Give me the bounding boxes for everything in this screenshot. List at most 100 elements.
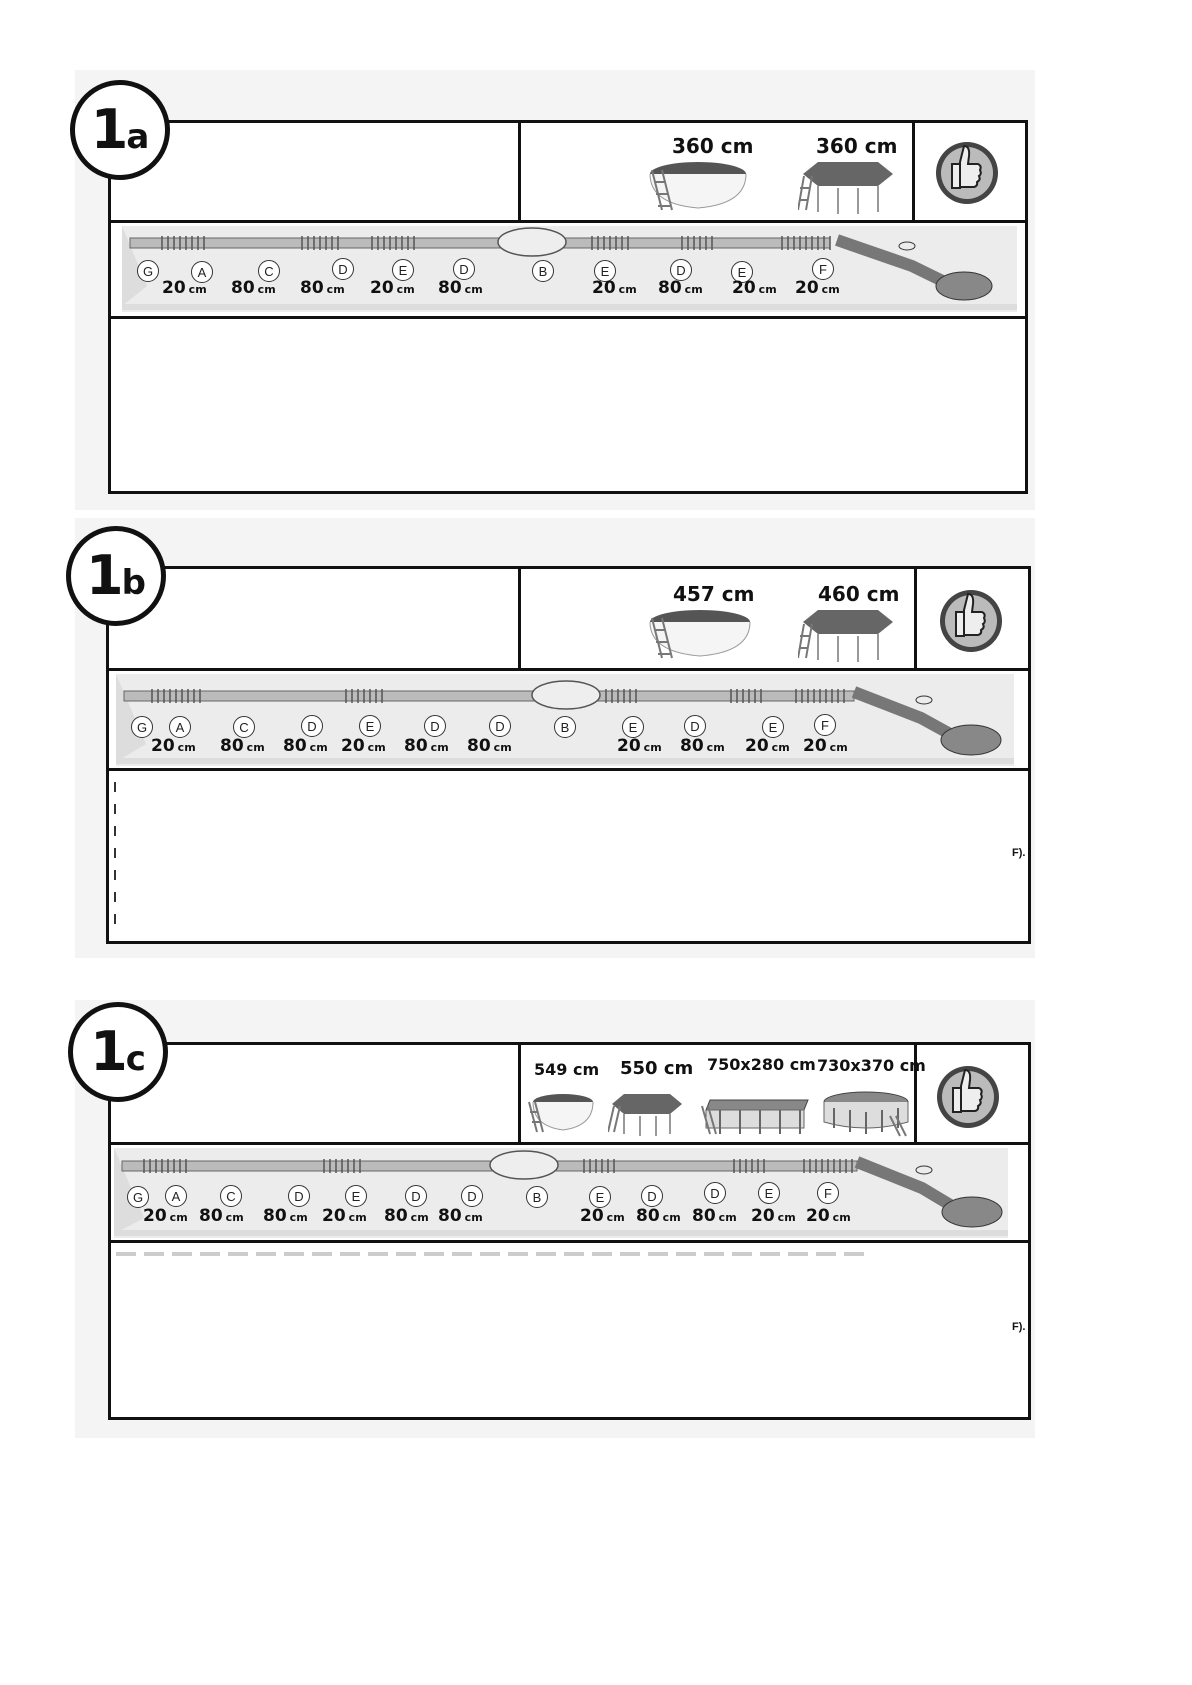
step-badge-1a: 1 a	[70, 80, 170, 180]
frame-pool-icon	[798, 162, 893, 214]
part-label: B	[554, 716, 576, 738]
part-label: A	[165, 1185, 187, 1207]
part-label: G	[131, 716, 153, 738]
frame-pool-icon	[798, 610, 893, 662]
thumbs-up-icon	[937, 1066, 999, 1128]
part-label: D	[288, 1185, 310, 1207]
part-label: D	[641, 1185, 663, 1207]
part-label: E	[359, 715, 381, 737]
list-marker	[114, 914, 116, 924]
hose-diagram-1a	[122, 226, 1017, 310]
list-marker	[114, 892, 116, 902]
divider-1b-top	[106, 668, 1031, 671]
pool-size-label: 750x280 cm	[707, 1055, 816, 1074]
divider-1b-v2	[914, 566, 917, 670]
list-marker	[114, 804, 116, 814]
pool-size-label: 549 cm	[534, 1060, 600, 1079]
part-label: D	[684, 715, 706, 737]
pool-size-label: 360 cm	[816, 134, 898, 158]
pool-size-label: 550 cm	[620, 1058, 694, 1079]
part-label: E	[622, 716, 644, 738]
divider-1c-bottom	[108, 1240, 1031, 1243]
divider-1a-v2	[912, 120, 915, 222]
part-label: E	[589, 1186, 611, 1208]
step-badge-1b: 1 b	[66, 526, 166, 626]
note-text: F).	[1012, 1321, 1026, 1333]
step-number: 1	[90, 1020, 128, 1083]
part-label: F	[817, 1182, 839, 1204]
part-label: D	[704, 1182, 726, 1204]
list-marker	[114, 848, 116, 858]
part-label: C	[233, 716, 255, 738]
step-letter: c	[125, 1039, 146, 1079]
part-label: D	[332, 258, 354, 280]
step-number: 1	[86, 544, 124, 607]
part-label: D	[461, 1185, 483, 1207]
round-pool-icon	[649, 162, 747, 211]
part-label: D	[301, 715, 323, 737]
divider-1c-v1	[518, 1042, 521, 1144]
thumbs-up-icon	[940, 590, 1002, 652]
part-label: A	[191, 261, 213, 283]
part-label: G	[137, 260, 159, 282]
part-label: C	[258, 260, 280, 282]
part-label: B	[532, 260, 554, 282]
note-text: F).	[1012, 847, 1026, 859]
pool-size-label: 360 cm	[672, 134, 754, 158]
part-label: D	[405, 1185, 427, 1207]
divider-1a-v1	[518, 120, 521, 222]
divider-1b-v1	[518, 566, 521, 670]
pool-size-label: 457 cm	[673, 582, 755, 606]
list-marker	[114, 782, 116, 792]
hose-diagram-1c	[114, 1148, 1008, 1236]
part-label: E	[762, 716, 784, 738]
part-label: G	[127, 1186, 149, 1208]
step-letter: b	[121, 563, 146, 603]
oval-pool-icon	[823, 1091, 909, 1137]
part-label: D	[670, 259, 692, 281]
divider-1c-top	[108, 1142, 1031, 1145]
divider-1a-bottom	[108, 316, 1028, 319]
list-marker	[114, 826, 116, 836]
list-marker	[114, 870, 116, 880]
pool-size-label: 730x370 cm	[817, 1056, 926, 1075]
faint-text-line	[116, 1252, 871, 1256]
part-label: B	[526, 1186, 548, 1208]
rectangular-pool-icon	[701, 1099, 809, 1135]
part-label: E	[758, 1182, 780, 1204]
round-pool-icon	[649, 610, 751, 659]
part-label: F	[812, 258, 834, 280]
part-label: F	[814, 714, 836, 736]
part-label: D	[489, 715, 511, 737]
part-label: E	[731, 261, 753, 283]
hose-diagram-1b	[116, 674, 1014, 764]
part-label: E	[345, 1185, 367, 1207]
part-label: D	[424, 715, 446, 737]
part-label: A	[169, 716, 191, 738]
round-pool-icon	[528, 1094, 594, 1133]
